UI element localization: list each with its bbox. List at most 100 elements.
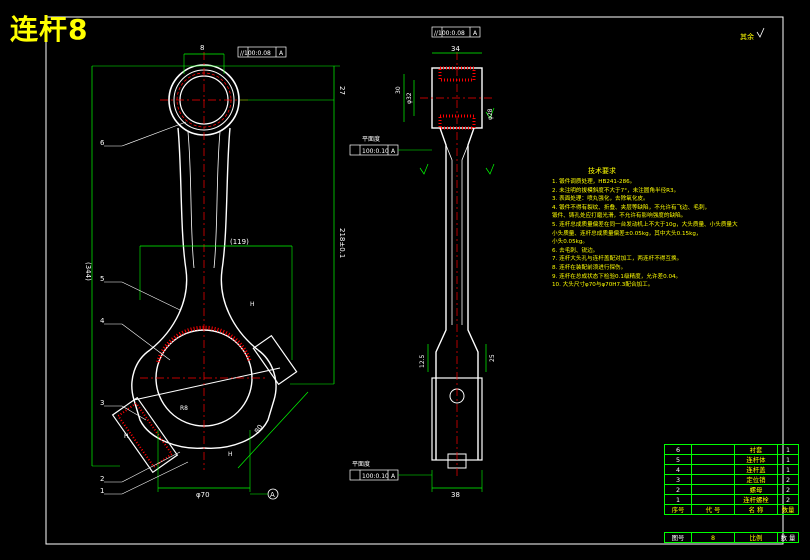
table-row: 2 螺母 2 xyxy=(664,484,799,495)
leader-2 xyxy=(121,451,181,483)
tolerance-frame-right xyxy=(431,26,481,38)
technical-requirements: 技术要求 1. 锻件调质处理，HB241-286。 2. 未注明的拔模斜度不大于… xyxy=(552,167,784,290)
dimension-text: 8 //100:0.08 A 27 218±0.1 (119) (344) φ7… xyxy=(84,30,496,499)
dim-28-text: φ28 xyxy=(487,108,494,120)
note-line: 5. 连杆总成质量偏差在同一台发动机上不大于10g，大头质量、小头质量大 xyxy=(552,221,738,228)
flatness-upper-text: 100:0.10 xyxy=(362,148,389,155)
roughness-symbol-general xyxy=(756,27,765,38)
bom-code xyxy=(691,494,735,505)
dim-30-text: 30 xyxy=(395,86,402,94)
dim-12-5-text: 12.5 xyxy=(419,354,426,368)
datum-left-text: A xyxy=(279,50,284,57)
bom-qty: 1 xyxy=(777,444,799,455)
h-label-lower: H xyxy=(228,451,233,458)
bom-qty: 2 xyxy=(777,484,799,495)
table-header-row: 序号 代 号 名 称 数量 xyxy=(664,504,799,515)
flatness-upper-datum: A xyxy=(391,148,396,155)
dim-width-text: 8 xyxy=(200,44,204,52)
dim-r-text: R8 xyxy=(180,405,188,412)
leader-6 xyxy=(121,121,187,147)
note-line: 锻件、铸孔处应打磨光滑，不允许有影响强度的缺陷。 xyxy=(552,213,687,220)
table-row: 4 连杆盖 1 xyxy=(664,464,799,475)
shank-left-outline xyxy=(149,127,188,351)
front-view xyxy=(91,46,340,500)
bom-code xyxy=(691,484,735,495)
side-shank-right xyxy=(467,127,479,460)
bom-header-no: 序号 xyxy=(664,504,692,515)
dim-32-text: φ32 xyxy=(406,92,413,104)
shank-right-inner xyxy=(213,131,221,269)
tolerance-right-text: //100:0.08 xyxy=(434,30,465,37)
h-label-left: H xyxy=(124,433,129,440)
technical-requirements-title: 技术要求 xyxy=(588,167,616,175)
h-label-upper: H xyxy=(250,301,255,308)
bom-no: 5 xyxy=(664,454,692,465)
dim-27-text: 27 xyxy=(338,86,346,95)
dim-218-text: 218±0.1 xyxy=(338,228,346,258)
note-line: 9. 连杆在总成状态下检验0.1级精度，允许差0.04。 xyxy=(552,273,682,280)
flatness-lower-datum: A xyxy=(391,473,396,480)
roughness-mark-3 xyxy=(485,107,495,119)
bom-no: 3 xyxy=(664,474,692,485)
bom-name: 衬套 xyxy=(734,444,778,455)
sheet-border xyxy=(45,16,784,545)
footer-label-right: 数 量 xyxy=(777,532,799,543)
drawing-title: 连杆8 xyxy=(10,13,89,46)
bom-no: 6 xyxy=(664,444,692,455)
footer-label-left: 图号 xyxy=(664,532,692,543)
dim-344-text: (344) xyxy=(84,262,92,281)
note-line: 10. 大头尺寸φ70与φ70H7.3配合加工。 xyxy=(552,282,654,289)
table-row: 3 定位销 2 xyxy=(664,474,799,485)
bom-header-code: 代 号 xyxy=(691,504,735,515)
note-line: 4. 锻件不得有裂纹、折叠、夹层等缺陷，不允许有飞边、毛刺， xyxy=(552,204,711,211)
flatness-lower-label: 平面度 xyxy=(352,460,370,468)
table-row: 6 衬套 1 xyxy=(664,444,799,455)
roughness-general-label: 其余 xyxy=(740,33,754,41)
shank-right-outline xyxy=(220,127,259,351)
table-row: 5 连杆体 1 xyxy=(664,454,799,465)
note-line: 8. 连杆在装配前须进行探伤。 xyxy=(552,264,627,271)
footer-label-mid: 比例 xyxy=(734,532,778,543)
table-row: 1 连杆螺栓 2 xyxy=(664,494,799,505)
shank-left-inner xyxy=(187,131,195,269)
note-line: 2. 未注明的拔模斜度不大于7°，未注圆角半径R3。 xyxy=(552,187,680,194)
roughness-mark-1 xyxy=(419,163,429,175)
bom-header-name: 名 称 xyxy=(734,504,778,515)
side-shank-left xyxy=(435,127,447,460)
dim-25-text: 25 xyxy=(489,354,496,362)
dim-119-text: (119) xyxy=(230,238,249,246)
bom-no: 4 xyxy=(664,464,692,475)
bolt-right xyxy=(252,334,298,386)
bom-name: 连杆体 xyxy=(734,454,778,465)
footer-value-left: 8 xyxy=(691,532,735,543)
bom-name: 定位销 xyxy=(734,474,778,485)
dim-80-text: 80 xyxy=(253,423,265,435)
note-line: 小头0.05kg。 xyxy=(552,239,589,246)
callout-5: 5 xyxy=(100,275,104,283)
bom-code xyxy=(691,444,735,455)
bom-name: 连杆螺栓 xyxy=(734,494,778,505)
flatness-upper-label: 平面度 xyxy=(362,135,380,143)
bom-qty: 2 xyxy=(777,494,799,505)
bolt-left xyxy=(111,396,179,474)
bom-code xyxy=(691,454,735,465)
note-line: 小头质量、连杆总成质量偏差±0.05kg，其中大头0.15kg， xyxy=(552,230,702,237)
note-line: 6. 去毛刺、锐边。 xyxy=(552,247,599,254)
flatness-lower-text: 100:0.10 xyxy=(362,473,389,480)
dim-34-text: 34 xyxy=(451,45,460,53)
callout-6: 6 xyxy=(100,139,105,147)
tolerance-frame-left xyxy=(237,46,287,58)
note-line: 7. 连杆大头孔与连杆盖配对加工，两连杆不得互换。 xyxy=(552,256,683,263)
roughness-mark-2 xyxy=(485,163,495,175)
bom-no: 2 xyxy=(664,484,692,495)
callout-1: 1 xyxy=(100,487,104,495)
leader-1 xyxy=(121,461,189,495)
note-line: 1. 锻件调质处理，HB241-286。 xyxy=(552,179,636,185)
bill-of-materials: 6 衬套 1 5 连杆体 1 4 连杆盖 1 3 定位销 2 2 螺母 2 xyxy=(664,444,799,515)
title-block-footer: 图号 8 比例 数 量 xyxy=(664,532,799,543)
leader-4 xyxy=(121,323,171,361)
bom-no: 1 xyxy=(664,494,692,505)
bom-qty: 1 xyxy=(777,464,799,475)
